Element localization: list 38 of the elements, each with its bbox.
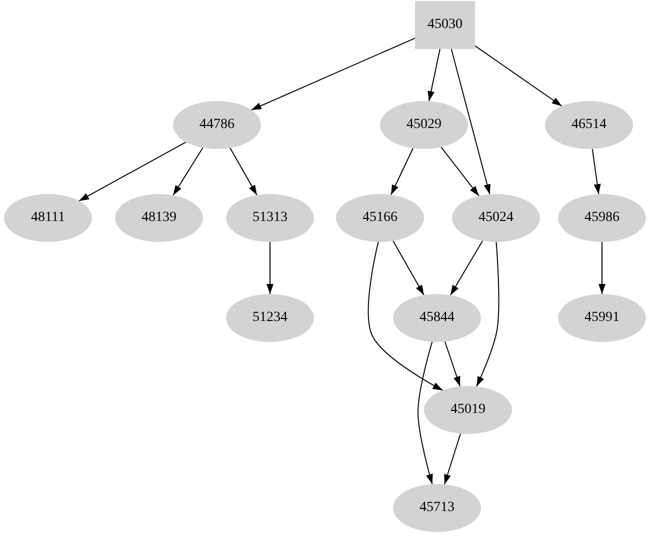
node-label: 45713 — [420, 500, 454, 516]
arrow — [390, 148, 414, 196]
arrow — [250, 38, 416, 110]
arrow — [368, 241, 444, 391]
node-label: 48111 — [31, 210, 65, 226]
node-ellipse — [173, 101, 261, 149]
node-label: 51234 — [252, 310, 288, 326]
node-label: 48139 — [142, 210, 176, 226]
node-label: 46514 — [572, 117, 606, 133]
arrow — [444, 341, 461, 387]
node-label: 45024 — [478, 210, 514, 226]
arrow — [392, 240, 424, 296]
arrow — [476, 242, 500, 387]
arrow — [78, 142, 187, 202]
node-label: 45030 — [428, 17, 462, 33]
node-ellipse — [424, 386, 512, 434]
arrow — [418, 341, 433, 485]
arrow — [598, 242, 606, 294]
node-label: 44786 — [200, 117, 234, 133]
node-label: 51313 — [252, 210, 288, 226]
arrow — [266, 242, 274, 294]
arrow — [230, 147, 258, 196]
node-label: 45019 — [450, 402, 486, 418]
node-label: 45986 — [584, 210, 620, 226]
node-label: 45844 — [420, 310, 454, 326]
arrow — [444, 433, 462, 485]
node-label: 45166 — [362, 210, 398, 226]
node-label: 45029 — [406, 117, 442, 133]
node-ellipse — [380, 101, 468, 149]
arrow — [450, 240, 484, 296]
node-box — [415, 1, 475, 49]
arrow — [474, 45, 562, 107]
arrow — [172, 147, 204, 196]
arrow — [428, 48, 440, 102]
arrow — [440, 146, 480, 196]
arrow — [450, 48, 491, 195]
node-label: 45991 — [584, 310, 620, 326]
arrow — [592, 148, 601, 195]
